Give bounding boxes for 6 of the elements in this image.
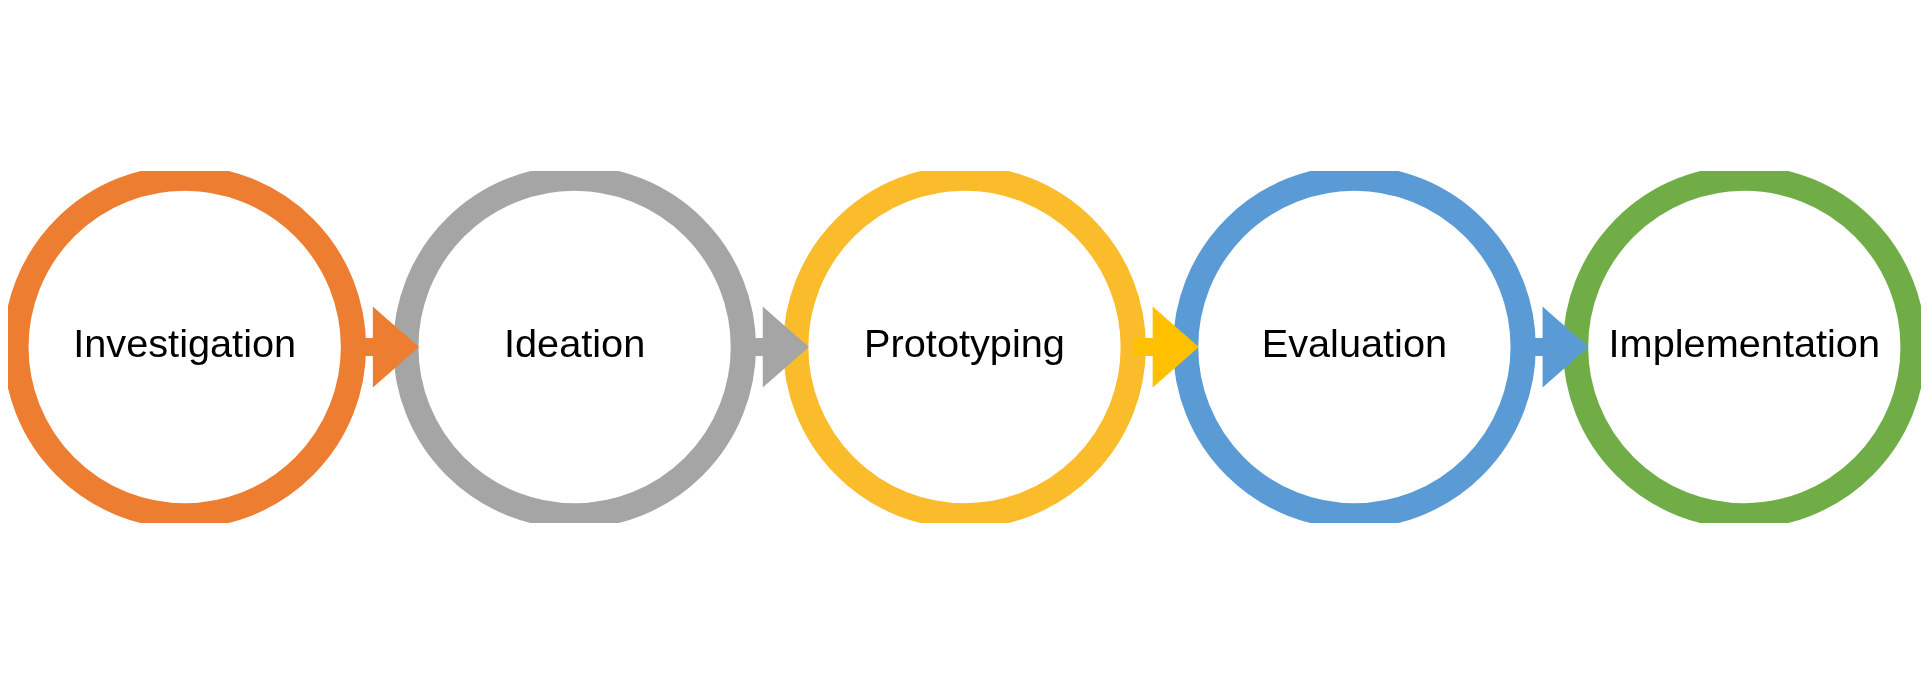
node-circle: Investigation <box>8 171 367 523</box>
node-circle: Evaluation <box>1173 171 1536 523</box>
arrow <box>1133 306 1199 388</box>
node-circle: Prototyping <box>783 171 1146 523</box>
node-circle: Implementation <box>1562 171 1921 523</box>
node-circle: Ideation <box>393 171 756 523</box>
